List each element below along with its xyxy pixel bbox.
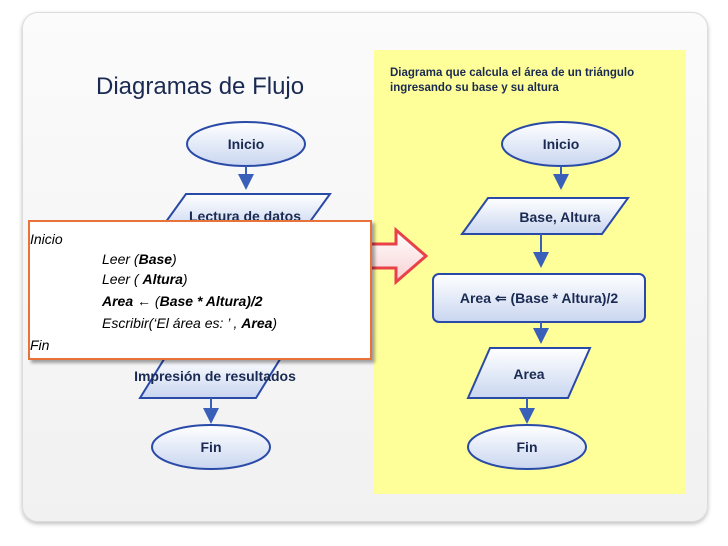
right-input-label: Base, Altura bbox=[519, 209, 601, 225]
pseudocode-line-3: Area ← (Base * Altura)/2 bbox=[102, 293, 263, 309]
left-end-ellipse bbox=[151, 424, 271, 470]
right-end-label: Fin bbox=[516, 439, 538, 455]
line3-open: ( bbox=[151, 293, 160, 309]
slide-title: Diagramas de Flujo bbox=[96, 73, 305, 100]
assign-arrow-icon: ← bbox=[137, 293, 152, 309]
left-arrow-icon: ⇐ bbox=[494, 290, 507, 306]
line3-lhs: Area bbox=[102, 293, 134, 309]
line4-keyword: Escribir(‘El área es: ’ , bbox=[102, 315, 242, 331]
line2-keyword: Leer ( bbox=[102, 271, 143, 287]
pseudocode-line-4: Escribir(‘El área es: ’ , Area) bbox=[102, 315, 277, 331]
left-output-label: Impresión de resultados bbox=[134, 368, 296, 384]
right-output-parallelogram bbox=[466, 347, 592, 399]
line3-operator: * bbox=[193, 293, 206, 309]
right-input-parallelogram bbox=[460, 197, 630, 235]
left-start-label: Inicio bbox=[227, 136, 265, 152]
right-process-box bbox=[432, 273, 646, 323]
pseudocode-line-2: Leer ( Altura) bbox=[102, 271, 188, 287]
pseudocode-box bbox=[28, 220, 372, 360]
line4-close: ) bbox=[272, 315, 278, 331]
process-formula-text: (Base * Altura)/2 bbox=[506, 290, 619, 306]
line2-variable: Altura bbox=[142, 271, 183, 287]
line1-keyword: Leer ( bbox=[102, 251, 139, 267]
left-end-label: Fin bbox=[200, 439, 222, 455]
line1-variable: Base bbox=[138, 251, 173, 267]
right-end-ellipse bbox=[467, 424, 587, 470]
pseudocode-begin: Inicio bbox=[30, 231, 63, 247]
right-output-label: Area bbox=[513, 366, 545, 382]
line2-close: ) bbox=[182, 271, 188, 287]
panel-caption: Diagrama que calcula el área de un trián… bbox=[390, 67, 635, 94]
line1-close: ) bbox=[172, 251, 177, 267]
right-process-label: Area ⇐ (Base * Altura)/2 bbox=[433, 290, 645, 307]
pseudocode-line-1: Leer (Base) bbox=[102, 251, 177, 267]
process-area-text: Area bbox=[459, 290, 495, 306]
line4-variable: Area bbox=[241, 315, 273, 331]
line3-close: )/2 bbox=[246, 293, 263, 309]
pseudocode-end: Fin bbox=[30, 337, 50, 353]
line3-base: Base bbox=[159, 293, 194, 309]
line3-altura: Altura bbox=[205, 293, 247, 309]
right-start-label: Inicio bbox=[542, 136, 580, 152]
